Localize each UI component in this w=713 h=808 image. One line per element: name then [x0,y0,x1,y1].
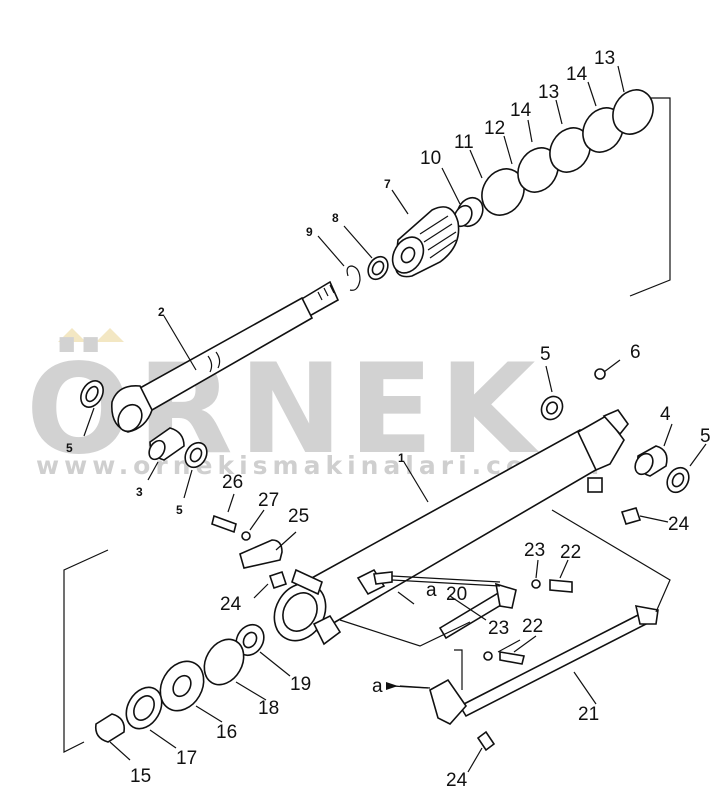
grease-fitting-24 [476,730,496,752]
seal-ring-13 [549,127,591,173]
leader-bracket [339,619,471,647]
bushing-4 [634,445,668,477]
callout-4: 4 [660,404,671,425]
callout-14: 14 [510,100,532,121]
callout-5: 5 [540,344,551,365]
callout-13: 13 [594,48,615,69]
watermark-accent-mark [58,328,86,342]
ring-18 [203,638,245,686]
callout-6: 6 [630,342,641,363]
callout-20: 20 [446,584,467,605]
bushing-15 [94,713,126,743]
group-bracket [63,549,109,753]
callout-16: 16 [216,722,237,743]
callout-27: 27 [258,490,279,511]
bolt-26 [211,514,237,534]
bolt-22 [499,651,525,665]
grease-fitting-6 [594,368,606,380]
callout-23: 23 [488,618,509,639]
callout-a: a [372,676,383,697]
callout-24: 24 [668,514,690,535]
plate [291,568,323,596]
bushing-3-end [148,439,166,461]
snap-ring-9 [346,265,361,291]
washer-23 [531,579,541,589]
callout-12: 12 [484,118,505,139]
dust-seal-5-inner [189,447,203,463]
clamp-bracket-25 [239,539,283,569]
watermark: ÖRNEK www.ornekismakinalari.com.tr [26,328,603,482]
pipe-20 [373,571,517,640]
dust-seal-5-inner [545,401,559,415]
callout-26: 26 [222,472,243,493]
callout-labels: 1 2 3 4 5 5 5 5 6 7 8 9 10 11 12 13 13 1… [66,48,711,791]
callout-24: 24 [220,594,242,615]
dust-seal-5-inner [671,472,685,488]
callout-24: 24 [446,770,468,791]
callout-5: 5 [700,426,711,447]
washer-23 [483,651,493,661]
leader-lines [83,65,707,773]
piston-16-inner [172,674,192,698]
washer-27 [241,531,251,541]
nut-19-inner [242,631,258,649]
callout-5: 5 [66,441,73,455]
callout-13: 13 [538,82,559,103]
seal-ring-13 [612,89,654,135]
cylinder-tube-1 [273,409,630,646]
callout-2: 2 [158,305,165,319]
callout-23: 23 [524,540,545,561]
seal-17-inner [133,695,155,721]
piston-rod-2 [111,280,340,433]
leader-bracket [454,649,463,690]
gland-group [63,549,265,753]
callout-9: 9 [306,225,313,239]
callout-1: 1 [398,451,405,465]
leader-bracket [551,509,671,613]
callout-7: 7 [384,177,391,191]
callout-8: 8 [332,211,339,225]
callout-a: a [426,580,437,601]
dust-seal-5-inner [85,385,99,403]
callout-19: 19 [290,674,311,695]
callout-22: 22 [560,542,581,563]
callout-3: 3 [136,485,143,499]
pipe-21 [399,604,659,725]
callout-10: 10 [420,148,441,169]
grease-fitting-24 [620,507,642,525]
callout-11: 11 [454,132,474,153]
arrow-head [386,682,398,690]
bolt-22 [549,579,573,593]
grease-fitting-24 [268,570,288,590]
callout-17: 17 [176,748,197,769]
ring-8-inner [371,260,385,276]
callout-15: 15 [130,766,151,787]
watermark-brand: ÖRNEK [26,336,541,482]
callout-22: 22 [522,616,543,637]
callout-5: 5 [176,503,183,517]
callout-14: 14 [566,64,588,85]
watermark-accent-mark [96,328,124,342]
callout-18: 18 [258,698,279,719]
seal-ring-12 [481,168,525,216]
callout-25: 25 [288,506,309,527]
piston-seal-group [80,89,671,469]
piston-7 [391,206,460,278]
group-bracket [629,97,671,297]
callout-21: 21 [578,704,599,725]
